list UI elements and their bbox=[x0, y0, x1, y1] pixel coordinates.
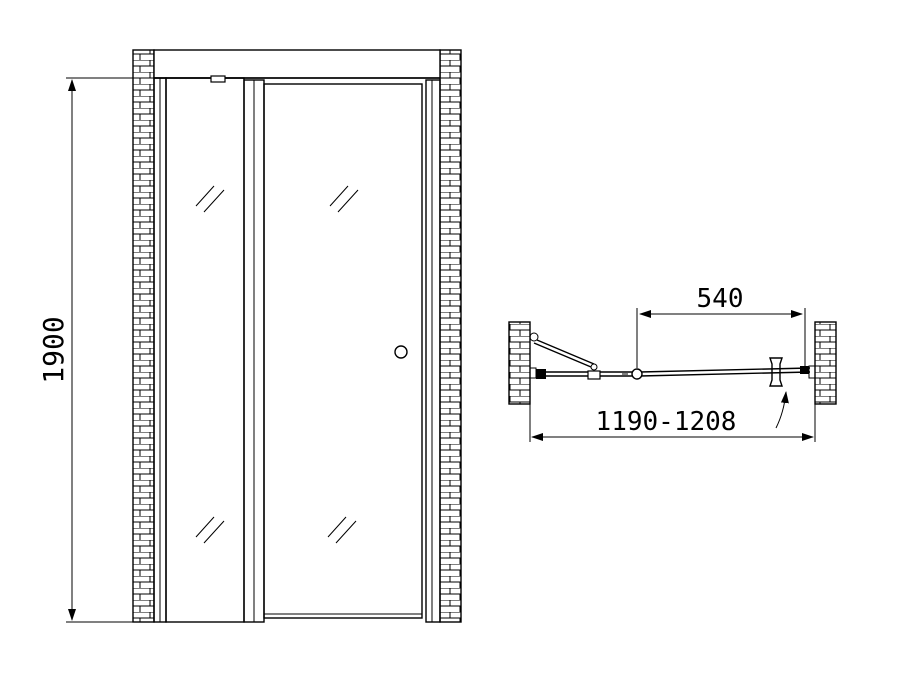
plan-handle bbox=[769, 357, 783, 387]
swing-door-glass bbox=[263, 83, 423, 619]
door-width-label: 540 bbox=[697, 284, 744, 314]
right-wall bbox=[439, 49, 462, 623]
total-width-label: 1190-1208 bbox=[596, 407, 737, 437]
front-elevation: 1900 bbox=[37, 49, 462, 623]
plan-right-wall bbox=[814, 321, 837, 405]
plan-clamp bbox=[587, 370, 601, 380]
ceiling-band bbox=[153, 49, 441, 79]
height-dimension: 1900 bbox=[37, 77, 154, 623]
plan-left-wall bbox=[508, 321, 531, 405]
right-wall-profile bbox=[425, 79, 441, 623]
swing-arrow bbox=[775, 391, 789, 429]
door-width-dimension: 540 bbox=[636, 284, 806, 368]
height-label: 1900 bbox=[37, 316, 70, 383]
support-bar bbox=[529, 332, 598, 371]
plan-left-seal bbox=[536, 369, 546, 379]
total-width-dimension: 1190-1208 bbox=[529, 404, 816, 442]
plan-right-seal bbox=[800, 366, 809, 374]
plan-hinge bbox=[631, 368, 643, 380]
door-knob bbox=[394, 345, 408, 359]
left-wall bbox=[132, 49, 155, 623]
fixed-glass-panel bbox=[165, 77, 245, 623]
glass-reflection-marks bbox=[195, 185, 359, 544]
fixed-panel-clip bbox=[210, 75, 226, 83]
plan-view: 540 1190-1208 bbox=[508, 284, 837, 442]
